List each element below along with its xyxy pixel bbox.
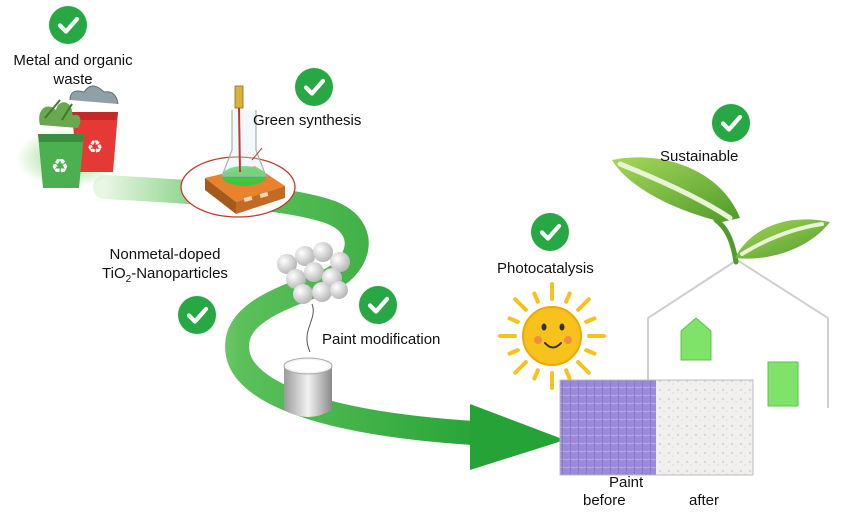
paint-can-icon (283, 357, 333, 417)
sun-icon (498, 282, 606, 390)
sun-ray (513, 360, 528, 375)
tio2-prefix: TiO (102, 265, 126, 282)
nanoparticles-label-line1: Nonmetal-doped (109, 246, 221, 263)
sun-ray (576, 297, 591, 312)
paint-before-swatch (560, 380, 659, 475)
sun-ray (576, 360, 591, 375)
sun-ray (584, 348, 597, 356)
sun-ray (507, 348, 520, 356)
sun-ray (564, 368, 572, 381)
green-synthesis-label: Green synthesis (253, 112, 362, 129)
after-label: after (689, 492, 720, 509)
nanoparticles-label-line2: TiO2-Nanoparticles (88, 264, 242, 289)
nanoparticle-cluster-icon (277, 242, 350, 353)
green-synthesis-setup (180, 85, 296, 218)
waste-bins-icon: ♻ ♻ (16, 85, 120, 188)
tio2-subscript: 2 (125, 274, 132, 285)
sun-ray (564, 291, 572, 304)
sun-ray (513, 297, 528, 312)
nanoparticles-suffix: -Nanoparticles (131, 265, 228, 282)
before-label: before (583, 492, 626, 509)
svg-text:♻: ♻ (51, 154, 69, 178)
nanoparticles-label: Nonmetal-doped TiO2-Nanoparticles (88, 245, 242, 289)
paint-modification-label: Paint modification (322, 331, 441, 348)
process-flow-arrow (93, 175, 565, 470)
check-icon (49, 6, 87, 44)
check-icon (531, 213, 569, 251)
paint-label: Paint (609, 474, 644, 491)
waste-label-line2: waste (53, 71, 93, 88)
photocatalysis-label: Photocatalysis (497, 260, 594, 277)
sun-ray (532, 368, 540, 381)
paint-after-swatch (656, 380, 753, 475)
check-icon (295, 68, 333, 106)
recycle-icon: ♻ (87, 137, 103, 158)
sun-ray (532, 291, 540, 304)
leaf-icon (612, 157, 830, 265)
check-icon (712, 104, 750, 142)
check-icon (178, 296, 216, 334)
sustainable-label: Sustainable (660, 148, 739, 165)
waste-label-line1: Metal and organic (13, 52, 133, 69)
check-icon (359, 286, 397, 324)
waste-label: Metal and organic waste (0, 51, 146, 89)
paint-samples (559, 379, 754, 476)
sun-ray (507, 316, 520, 324)
sun-ray (584, 316, 597, 324)
